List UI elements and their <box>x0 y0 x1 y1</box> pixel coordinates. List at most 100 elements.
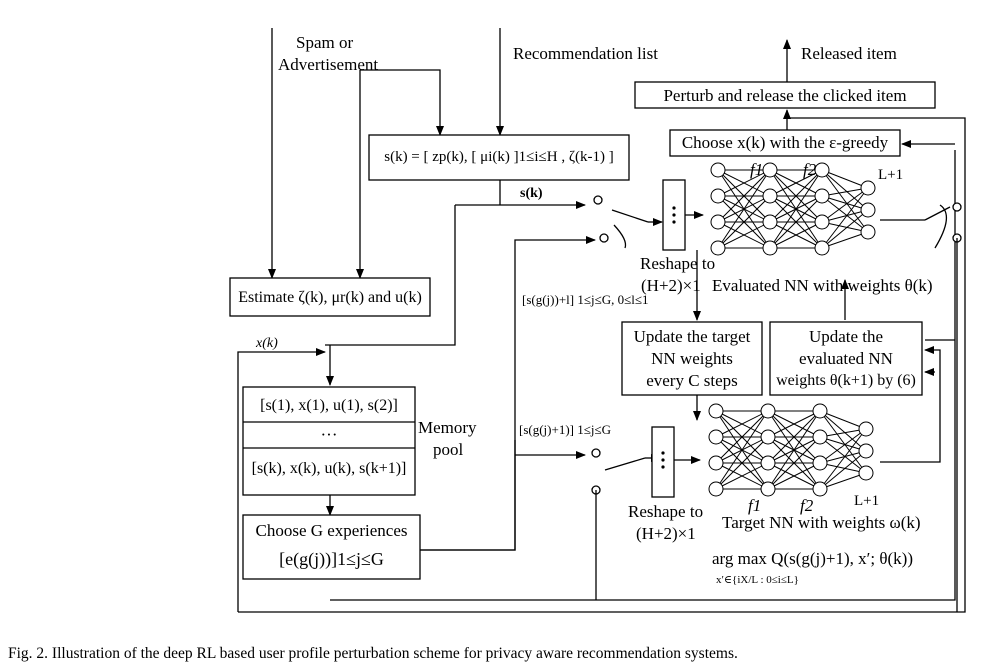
nn-node <box>812 455 828 471</box>
x-k-label: x(k) <box>256 336 278 351</box>
nn-node <box>760 403 776 419</box>
f2-bottom: f2 <box>800 496 814 515</box>
nn-edge <box>821 221 869 233</box>
choose-x-text: Choose x(k) with the ε-greedy <box>681 133 889 152</box>
estimate-text: Estimate ζ(k), μr(k) and u(k) <box>238 289 422 306</box>
nn-node <box>708 429 724 445</box>
nn-node <box>760 481 776 497</box>
nn-node <box>710 162 726 178</box>
l1-top: L+1 <box>878 167 904 183</box>
nn-node <box>858 443 874 459</box>
nn-node <box>710 240 726 256</box>
nn-edge <box>821 187 869 223</box>
figure-caption: Fig. 2. Illustration of the deep RL base… <box>8 645 738 662</box>
batch-upper-label: [s(g(j))+l] 1≤j≤G, 0≤l≤1 <box>522 292 649 307</box>
nn-edge <box>715 410 769 464</box>
nn-edge <box>819 428 867 464</box>
nn-edge <box>819 472 867 490</box>
nn-node <box>760 429 776 445</box>
nn-edge <box>821 187 869 197</box>
nn-edge <box>821 195 869 211</box>
update-target-box <box>621 321 763 396</box>
choose-x-box <box>669 129 901 157</box>
nn-node <box>812 481 828 497</box>
nn-edge <box>717 169 771 249</box>
state-box <box>368 134 630 181</box>
nn-edge <box>717 195 771 249</box>
evaluated-nn-label: Evaluated NN with weights θ(k) <box>712 276 933 295</box>
nn-edge <box>715 462 769 490</box>
nn-edge <box>821 209 869 223</box>
memory-pool-label-1: Memory <box>418 418 477 437</box>
nn-edge <box>819 428 867 490</box>
nn-node <box>860 180 876 196</box>
evaluated-nn <box>710 162 876 256</box>
argmax-feedback-line <box>330 150 956 601</box>
nn-node <box>860 224 876 240</box>
nn-edge <box>821 169 869 233</box>
nn-edge <box>819 410 867 430</box>
state-text: s(k) = [ zp(k), [ μi(k) ]1≤i≤H , ζ(k-1) … <box>384 149 614 165</box>
reshape-bottom-2: (H+2)×1 <box>636 524 696 543</box>
loop-frame-left <box>237 348 326 612</box>
nn-edge <box>767 410 821 464</box>
nn-edge <box>715 436 769 490</box>
spam-label-1: Spam or <box>296 33 354 52</box>
nn-node <box>858 465 874 481</box>
nn-node <box>814 214 830 230</box>
nn-edge <box>767 436 821 490</box>
nn-node <box>814 240 830 256</box>
nn-edge <box>819 436 867 452</box>
nn-node <box>762 188 778 204</box>
nn-edge <box>769 169 823 197</box>
choose-g-formula: [e(g(j))]1≤j≤G <box>279 549 384 569</box>
nn-edge <box>821 195 869 233</box>
nn-node <box>762 240 778 256</box>
perturb-text: Perturb and release the clicked item <box>663 86 907 105</box>
reshape-top-1: Reshape to <box>640 254 716 273</box>
nn-node <box>762 214 778 230</box>
nn-node <box>710 188 726 204</box>
s-k-label: s(k) <box>520 186 543 201</box>
nn-node <box>708 403 724 419</box>
nn-node <box>708 455 724 471</box>
choose-g-box <box>242 514 421 580</box>
nn-edge <box>819 410 867 474</box>
update-eval-text-2: evaluated NN <box>799 349 893 368</box>
nn-node <box>762 162 778 178</box>
reshape-top-2: (H+2)×1 <box>641 276 701 295</box>
perturb-box <box>634 81 936 109</box>
argmax-sub: x′∈{iX/L : 0≤i≤L} <box>716 574 799 586</box>
memory-pool-label-2: pool <box>433 440 464 459</box>
outer-feedback-line <box>238 117 966 613</box>
spam-label-2: Advertisement <box>278 55 379 74</box>
released-item-label: Released item <box>801 44 897 63</box>
nn-edge <box>821 231 869 249</box>
nn-edge <box>819 450 867 464</box>
nn-node <box>710 214 726 230</box>
nn-edge <box>715 410 769 438</box>
nn-edge <box>821 169 869 211</box>
nn-edge <box>717 169 771 223</box>
spam-to-state <box>360 69 444 136</box>
nn-edge <box>717 221 771 249</box>
nn-edge <box>819 428 867 438</box>
nn-edge <box>819 450 867 490</box>
memory-row-3: [s(k), x(k), u(k), s(k+1)] <box>251 460 407 477</box>
nn-node <box>814 162 830 178</box>
nn-edge <box>821 187 869 249</box>
nn-node <box>812 403 828 419</box>
argmax-label: arg max Q(s(g(j)+1), x′; θ(k)) <box>712 549 913 568</box>
nn-edge <box>821 209 869 249</box>
reshape-bottom-1: Reshape to <box>628 502 704 521</box>
nn-edge <box>717 169 771 197</box>
update-eval-box <box>769 321 923 396</box>
nn-node <box>708 481 724 497</box>
memory-box <box>242 386 416 496</box>
nn-edge <box>769 195 823 249</box>
nn-edge <box>819 410 867 452</box>
f1-bottom: f1 <box>748 496 762 515</box>
nn-edge <box>819 436 867 474</box>
nn-edge <box>715 410 769 490</box>
